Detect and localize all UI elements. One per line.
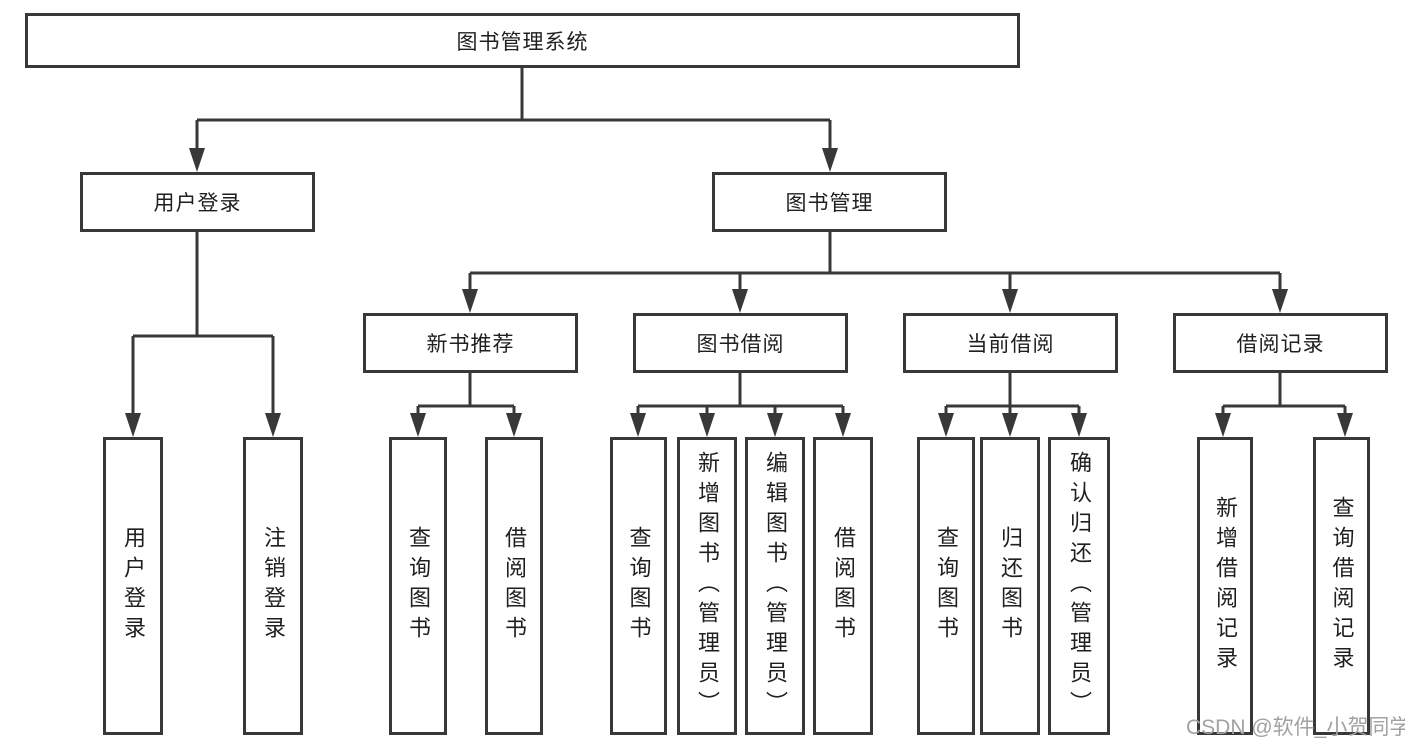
node-current-borrow: 当前借阅 xyxy=(903,313,1118,373)
leaf-query-book-recommend: 查询图书 xyxy=(389,437,447,735)
node-user-login: 用户登录 xyxy=(80,172,315,232)
leaf-edit-book-admin: 编辑图书（管理员） xyxy=(745,437,805,735)
node-book-management: 图书管理 xyxy=(712,172,947,232)
leaf-borrow-book: 借阅图书 xyxy=(813,437,873,735)
leaf-logout: 注销登录 xyxy=(243,437,303,735)
leaf-query-book-current: 查询图书 xyxy=(917,437,975,735)
leaf-confirm-return-admin: 确认归还（管理员） xyxy=(1048,437,1110,735)
leaf-return-book: 归还图书 xyxy=(980,437,1040,735)
node-borrow-record: 借阅记录 xyxy=(1173,313,1388,373)
leaf-borrow-book-recommend: 借阅图书 xyxy=(485,437,543,735)
leaf-add-book-admin: 新增图书（管理员） xyxy=(677,437,737,735)
leaf-user-login: 用户登录 xyxy=(103,437,163,735)
leaf-query-book-borrow: 查询图书 xyxy=(610,437,667,735)
node-new-book-recommend: 新书推荐 xyxy=(363,313,578,373)
arrowhead-icons xyxy=(125,148,1353,437)
leaf-query-borrow-record: 查询借阅记录 xyxy=(1313,437,1370,735)
node-book-borrow: 图书借阅 xyxy=(633,313,848,373)
node-root-system: 图书管理系统 xyxy=(25,13,1020,68)
leaf-add-borrow-record: 新增借阅记录 xyxy=(1197,437,1253,735)
watermark-text: CSDN @软件_小贺同学 xyxy=(1186,716,1405,739)
